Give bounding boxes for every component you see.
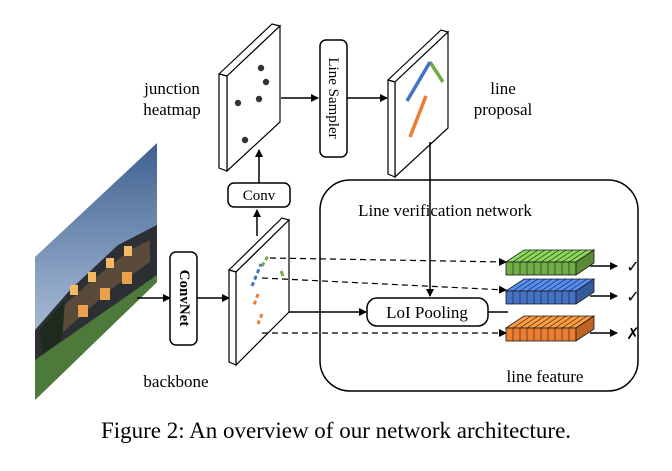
backbone-label: backbone — [143, 372, 208, 391]
house-photo-icon — [35, 143, 157, 400]
junction-heatmap-label-2: heatmap — [143, 100, 201, 119]
backbone-feature-map — [227, 217, 291, 367]
junction-heatmap-label-1: junction — [143, 79, 200, 98]
junction-dot — [255, 95, 263, 103]
line-verification-network-container — [319, 179, 639, 392]
proposal-green-line — [428, 61, 445, 83]
architecture-diagram: ConvNet backbone Conv junction heatmap — [35, 23, 640, 400]
proposal-blue-line — [405, 61, 432, 102]
figure-caption: Figure 2: An overview of our network arc… — [100, 418, 572, 443]
backbone-orange-segment — [252, 293, 260, 306]
backbone-green-dot — [279, 270, 285, 277]
junction-dot — [234, 99, 242, 107]
junction-dot — [257, 64, 265, 72]
junction-heatmap-map — [217, 23, 282, 173]
dashed-arrow-blue — [261, 277, 507, 294]
backbone-green-segment — [260, 255, 270, 267]
cross-mark-icon: ✗ — [626, 326, 639, 343]
feature-bar-green — [504, 249, 596, 276]
check-mark-icon: ✓ — [626, 259, 639, 276]
line-sampler-box: Line Sampler — [319, 39, 348, 158]
loi-pooling-box: LoI Pooling — [366, 297, 489, 327]
loi-pooling-label: LoI Pooling — [386, 303, 468, 322]
backbone-blue-segment — [250, 263, 263, 287]
line-proposal-label-2: proposal — [474, 100, 533, 119]
check-mark-icon: ✓ — [626, 289, 639, 306]
verification-title: Line verification network — [358, 201, 532, 220]
conv-box: Conv — [227, 182, 291, 208]
proposal-orange-line — [408, 95, 428, 138]
line-feature-bars — [504, 249, 596, 342]
junction-dot — [262, 78, 270, 86]
line-proposal-label-1: line — [490, 79, 516, 98]
convnet-label: ConvNet — [176, 270, 192, 327]
input-photo — [35, 143, 157, 400]
line-feature-label: line feature — [507, 367, 584, 386]
backbone-orange-segment-2 — [256, 313, 264, 325]
conv-label: Conv — [243, 188, 276, 204]
junction-dot — [241, 136, 249, 144]
line-sampler-label: Line Sampler — [325, 57, 341, 138]
feature-bar-blue — [504, 278, 596, 305]
feature-bar-orange — [504, 315, 596, 342]
dashed-arrow-green — [269, 257, 507, 266]
line-proposal-map — [386, 29, 450, 179]
convnet-box: ConvNet — [169, 251, 198, 346]
